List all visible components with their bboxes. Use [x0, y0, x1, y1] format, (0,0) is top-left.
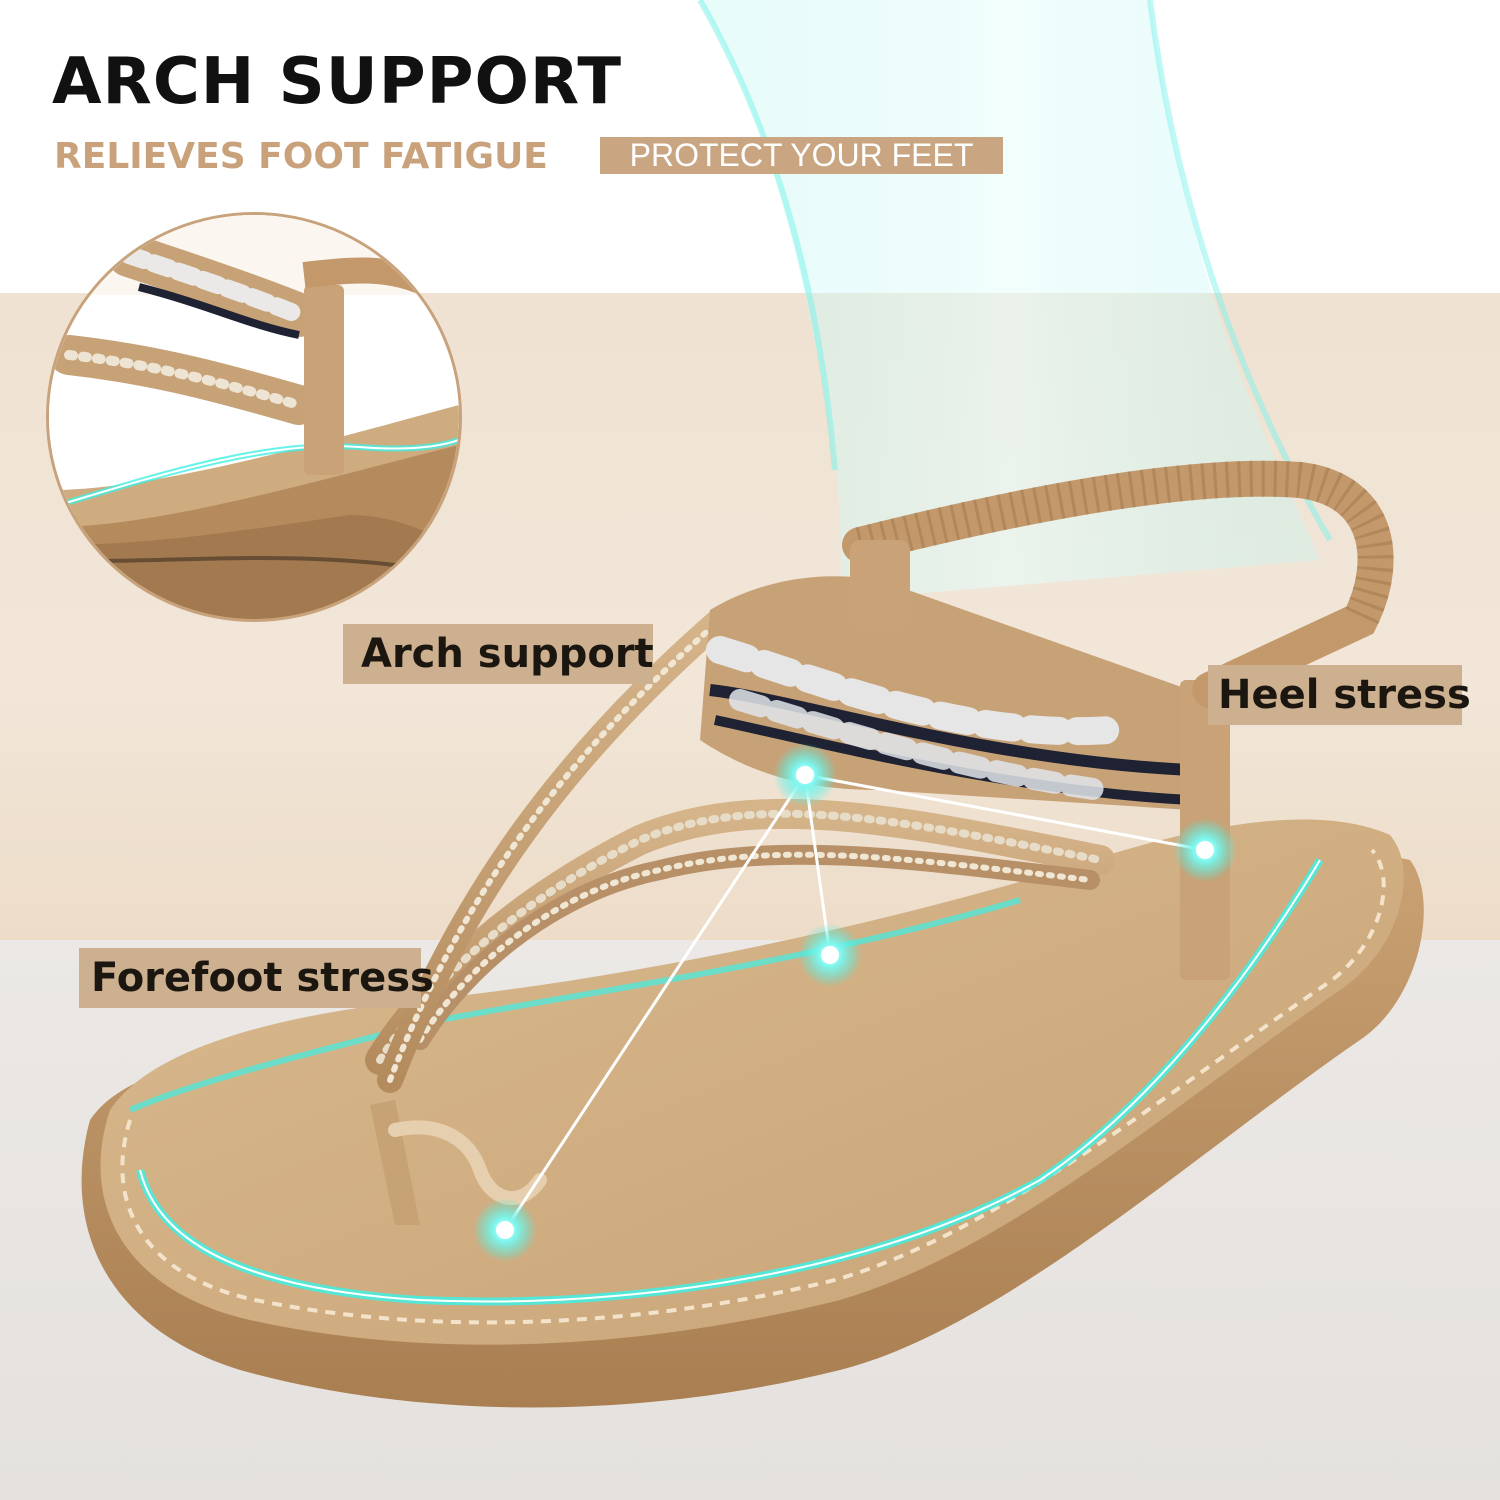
callout-arch-support: Arch support [343, 624, 654, 684]
subheadline: RELIEVES FOOT FATIGUE [54, 136, 548, 177]
tag-banner: PROTECT YOUR FEET [600, 137, 1003, 174]
headline: ARCH SUPPORT [52, 45, 622, 119]
callout-forefoot-stress: Forefoot stress [79, 948, 434, 1008]
arch-closeup-illustration [49, 215, 459, 619]
arch-closeup-inset [46, 212, 462, 622]
callout-heel-stress: Heel stress [1208, 665, 1471, 725]
